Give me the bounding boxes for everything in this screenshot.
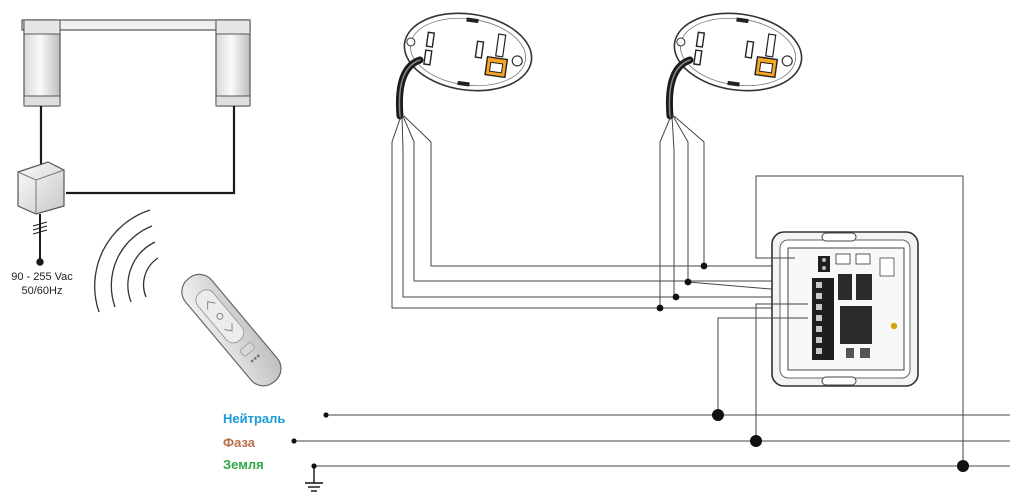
wire-junctions [656, 262, 708, 312]
switch-cable-1 [395, 56, 424, 120]
receiver-box-icon [17, 161, 65, 215]
motor-cables [39, 106, 236, 195]
switch-wires [391, 115, 783, 309]
voltage-text: 90 - 255 Vac [11, 271, 73, 283]
earth-label: Земля [223, 457, 264, 472]
switch-cable-2 [665, 56, 694, 120]
power-supply-label: 90 - 255 Vac 50/60Hz [4, 270, 80, 298]
phase-label: Фаза [223, 435, 256, 450]
power-cable [32, 214, 48, 266]
bus-junctions [712, 409, 969, 472]
wall-switch-icon [673, 12, 803, 92]
control-module-icon [771, 231, 919, 387]
bus-lines [294, 414, 1010, 467]
radio-wave-icon [94, 209, 159, 313]
ground-symbol-icon [305, 466, 323, 492]
neutral-label: Нейтраль [223, 411, 286, 426]
module-bus-wires [717, 175, 964, 466]
remote-control-icon [181, 273, 282, 387]
wall-switch-icon [403, 12, 533, 92]
motor-tube-icon [21, 19, 251, 107]
frequency-text: 50/60Hz [21, 285, 63, 297]
